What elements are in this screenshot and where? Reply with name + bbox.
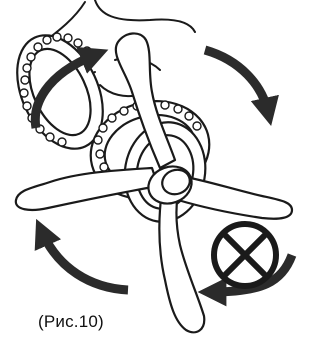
counterclockwise-arrow-icon: [42, 232, 128, 290]
clockwise-arrow-icon: [205, 50, 268, 112]
figure-caption: (Рис.10): [38, 312, 104, 332]
handle-blade-right: [178, 176, 292, 219]
prohibited-sign-icon: [214, 224, 276, 286]
